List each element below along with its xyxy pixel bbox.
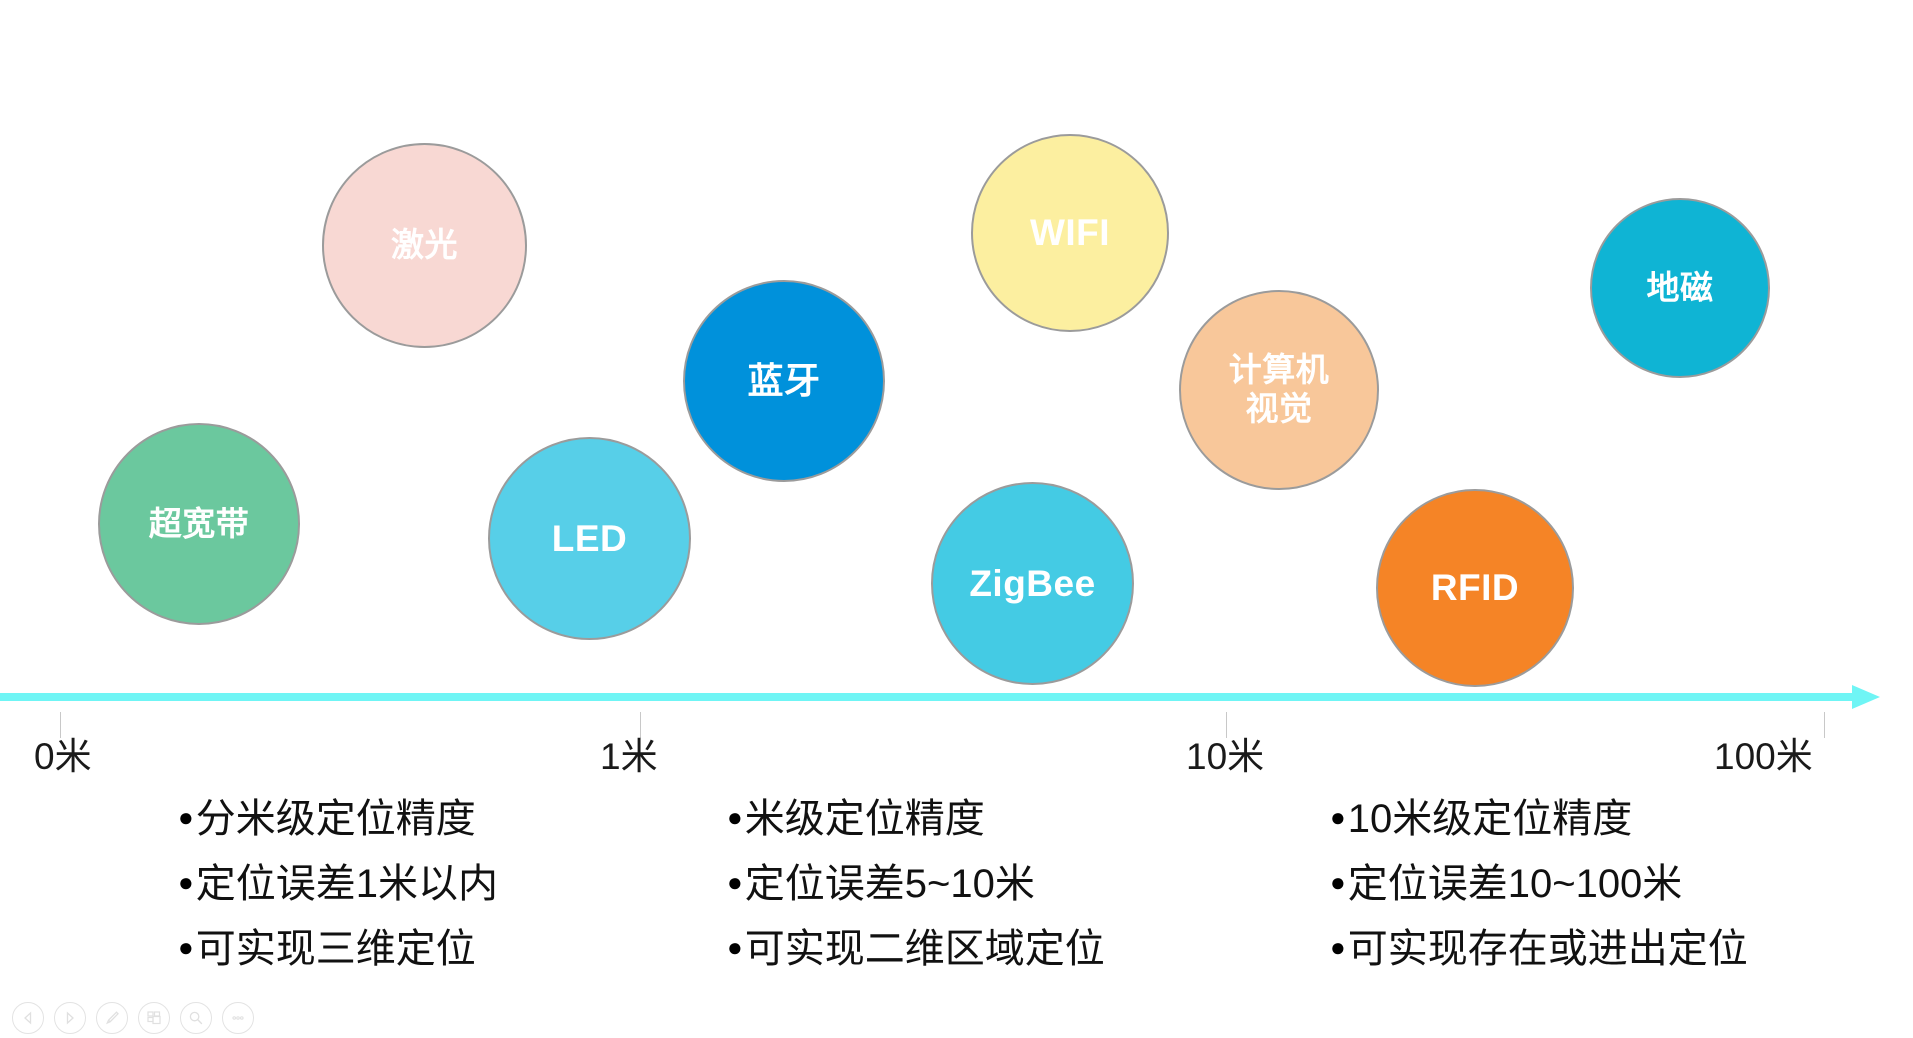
bubble-2[interactable]: 激光	[322, 143, 527, 348]
bubble-label: LED	[551, 517, 628, 559]
bullet-dot-icon: ●	[727, 866, 743, 897]
bullet-item: ●可实现三维定位	[178, 925, 498, 974]
bullet-item-label: 定位误差10~100米	[1347, 861, 1683, 906]
bubble-label: 地磁	[1646, 268, 1714, 306]
bullet-column-2: ●米级定位精度●定位误差5~10米●可实现二维区域定位	[727, 795, 1105, 989]
bullet-item: ●定位误差1米以内	[178, 860, 498, 909]
bullet-dot-icon: ●	[1330, 931, 1346, 962]
distance-axis	[0, 685, 1913, 709]
axis-tick	[1824, 712, 1825, 738]
play-slide-icon[interactable]	[54, 1002, 86, 1034]
slide-grid-icon[interactable]	[138, 1002, 170, 1034]
bubble-8[interactable]: RFID	[1376, 489, 1574, 687]
bullet-item-label: 可实现二维区域定位	[744, 926, 1105, 971]
bullet-item-label: 分米级定位精度	[195, 797, 476, 841]
bullet-column-3: ●10米级定位精度●定位误差10~100米●可实现存在或进出定位	[1330, 795, 1748, 989]
axis-tick	[1226, 712, 1227, 738]
axis-tick-label: 100米	[1714, 736, 1813, 777]
axis-tick-label: 0米	[34, 736, 92, 777]
bullet-dot-icon: ●	[1330, 866, 1346, 897]
bullet-item-label: 10米级定位精度	[1347, 797, 1633, 841]
bubble-label: 计算机 视觉	[1228, 351, 1330, 427]
bubble-label: 蓝牙	[747, 359, 821, 401]
bullet-item: ●定位误差10~100米	[1330, 860, 1748, 909]
bullet-dot-icon: ●	[727, 931, 743, 962]
magnifier-icon[interactable]	[180, 1002, 212, 1034]
axis-line	[0, 693, 1860, 701]
axis-arrow-icon	[1852, 685, 1880, 709]
bullet-dot-icon: ●	[178, 866, 194, 897]
axis-tick-label: 10米	[1186, 736, 1265, 777]
bubble-9[interactable]: 地磁	[1590, 198, 1770, 378]
more-options-icon[interactable]	[222, 1002, 254, 1034]
axis-tick	[60, 712, 61, 738]
bullet-item: ●10米级定位精度	[1330, 795, 1748, 844]
previous-slide-icon[interactable]	[12, 1002, 44, 1034]
bullet-item-label: 米级定位精度	[744, 797, 985, 841]
bubble-label: 超宽带	[148, 504, 250, 542]
bullet-item-label: 可实现三维定位	[195, 926, 476, 971]
bullet-dot-icon: ●	[727, 802, 743, 832]
bubble-5[interactable]: ZigBee	[931, 482, 1134, 685]
bubble-label: ZigBee	[969, 562, 1096, 604]
bullet-item-label: 可实现存在或进出定位	[1347, 926, 1748, 971]
bubble-label: WIFI	[1029, 212, 1111, 254]
bubble-6[interactable]: WIFI	[971, 134, 1169, 332]
bullet-item: ●分米级定位精度	[178, 795, 498, 844]
bullet-item-label: 定位误差1米以内	[195, 861, 498, 906]
bubble-1[interactable]: 超宽带	[98, 423, 300, 625]
bullet-dot-icon: ●	[178, 931, 194, 962]
bullet-dot-icon: ●	[178, 802, 194, 832]
axis-tick-label: 1米	[600, 736, 658, 777]
axis-tick	[640, 712, 641, 738]
bubble-label: RFID	[1430, 567, 1520, 609]
bubble-4[interactable]: 蓝牙	[683, 280, 885, 482]
pen-icon[interactable]	[96, 1002, 128, 1034]
bullet-item: ●可实现存在或进出定位	[1330, 925, 1748, 974]
bullet-item-label: 定位误差5~10米	[744, 861, 1035, 906]
bubble-3[interactable]: LED	[488, 437, 691, 640]
bubble-label: 激光	[391, 226, 458, 264]
bullet-item: ●米级定位精度	[727, 795, 1105, 844]
bubble-7[interactable]: 计算机 视觉	[1179, 290, 1379, 490]
bullet-dot-icon: ●	[1330, 802, 1346, 832]
bullet-item: ●可实现二维区域定位	[727, 925, 1105, 974]
bullet-column-1: ●分米级定位精度●定位误差1米以内●可实现三维定位	[178, 795, 498, 989]
bullet-item: ●定位误差5~10米	[727, 860, 1105, 909]
presentation-toolbar	[12, 1002, 254, 1034]
